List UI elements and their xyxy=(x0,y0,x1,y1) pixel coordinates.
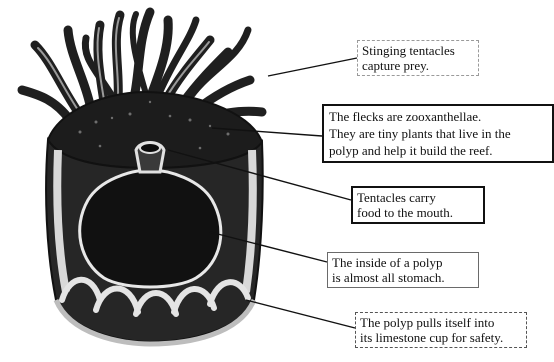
callout-zooxanthellae: The flecks are zooxanthellae. They are t… xyxy=(322,104,554,163)
stomach-cavity xyxy=(80,170,221,287)
leader-line-tentacles xyxy=(268,58,357,76)
callout-stinging-tentacles: Stinging tentacles capture prey. xyxy=(357,40,479,76)
callout-limestone-cup: The polyp pulls itself into its limeston… xyxy=(355,312,527,348)
callout-food-to-mouth: Tentacles carry food to the mouth. xyxy=(351,186,485,224)
callout-stomach: The inside of a polyp is almost all stom… xyxy=(327,252,479,288)
tentacle xyxy=(188,30,248,100)
leader-line-retract xyxy=(246,300,355,328)
